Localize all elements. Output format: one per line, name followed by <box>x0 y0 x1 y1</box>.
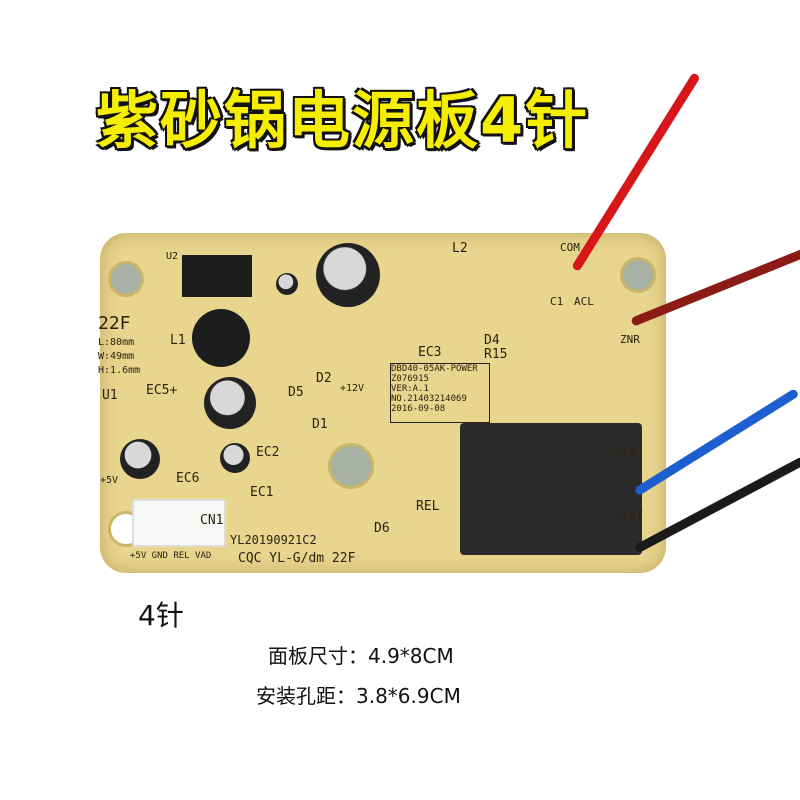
mount-hole <box>108 261 144 297</box>
capacitor <box>120 439 160 479</box>
ref-label: EC2 <box>256 445 280 460</box>
mount-hole <box>328 443 374 489</box>
ref-label: EC6 <box>176 471 200 486</box>
connector-cn1 <box>132 499 226 547</box>
ref-label: ZNR <box>620 333 640 346</box>
ref-label: REL <box>416 499 440 514</box>
panel-size-spec: 面板尺寸：4.9*8CM <box>268 644 454 668</box>
ref-label: CN1 <box>200 513 224 528</box>
ref-label: D2 <box>316 371 332 386</box>
board-model: 22F <box>98 313 131 334</box>
ref-label: EC5+ <box>146 383 178 398</box>
dim-label: H:1.6mm <box>98 365 141 376</box>
info-line: Z076915 <box>391 374 429 384</box>
info-line: NO.21403214069 <box>391 394 467 404</box>
ref-label: R15 <box>484 347 508 362</box>
dim-label: L:80mm <box>98 337 135 348</box>
relay <box>460 423 642 555</box>
ref-label: D6 <box>374 521 390 536</box>
info-line: VER:A.1 <box>391 384 429 394</box>
circuit-board-photo: DBD40-05AK-POWER Z076915 VER:A.1 NO.2140… <box>98 233 666 573</box>
capacitor <box>204 377 256 429</box>
capacitor <box>276 273 298 295</box>
date-code: YL20190921C2 <box>230 533 317 547</box>
inductor <box>192 309 250 367</box>
dim-label: W:49mm <box>98 351 135 362</box>
pin-count-label: 4针 <box>138 599 184 632</box>
capacitor <box>316 243 380 307</box>
ref-label: D4 <box>484 333 500 348</box>
ref-label: HEAT <box>616 509 643 522</box>
ref-label: L2 <box>452 241 468 256</box>
capacitor <box>220 443 250 473</box>
mount-hole <box>620 257 656 293</box>
info-line: 2016-09-08 <box>391 404 446 414</box>
info-box: DBD40-05AK-POWER Z076915 VER:A.1 NO.2140… <box>390 363 490 423</box>
ref-label: D5 <box>288 385 304 400</box>
ref-label: EC3 <box>418 345 442 360</box>
ref-label: C1 <box>550 295 564 308</box>
board-footer: CQC YL-G/dm 22F <box>238 551 356 566</box>
ref-label: COM <box>560 241 580 254</box>
info-line: DBD40-05AK-POWER <box>391 364 478 374</box>
ic-chip <box>182 255 252 297</box>
hole-spacing-spec: 安装孔距：3.8*6.9CM <box>256 684 461 708</box>
pin-labels: +5V GND REL VAD <box>130 551 212 561</box>
ref-label: EC1 <box>250 485 274 500</box>
ref-label: U2 <box>166 251 179 262</box>
ref-label: ACL <box>574 295 594 308</box>
ref-label: +5V <box>100 475 119 486</box>
ref-label: +12V <box>340 383 365 394</box>
ref-label: U1 <box>102 388 118 403</box>
ref-label: D1 <box>312 417 328 432</box>
ref-label: L1 <box>170 333 186 348</box>
product-title: 紫砂锅电源板4针 <box>96 84 590 157</box>
ref-label: ACN <box>616 445 636 458</box>
